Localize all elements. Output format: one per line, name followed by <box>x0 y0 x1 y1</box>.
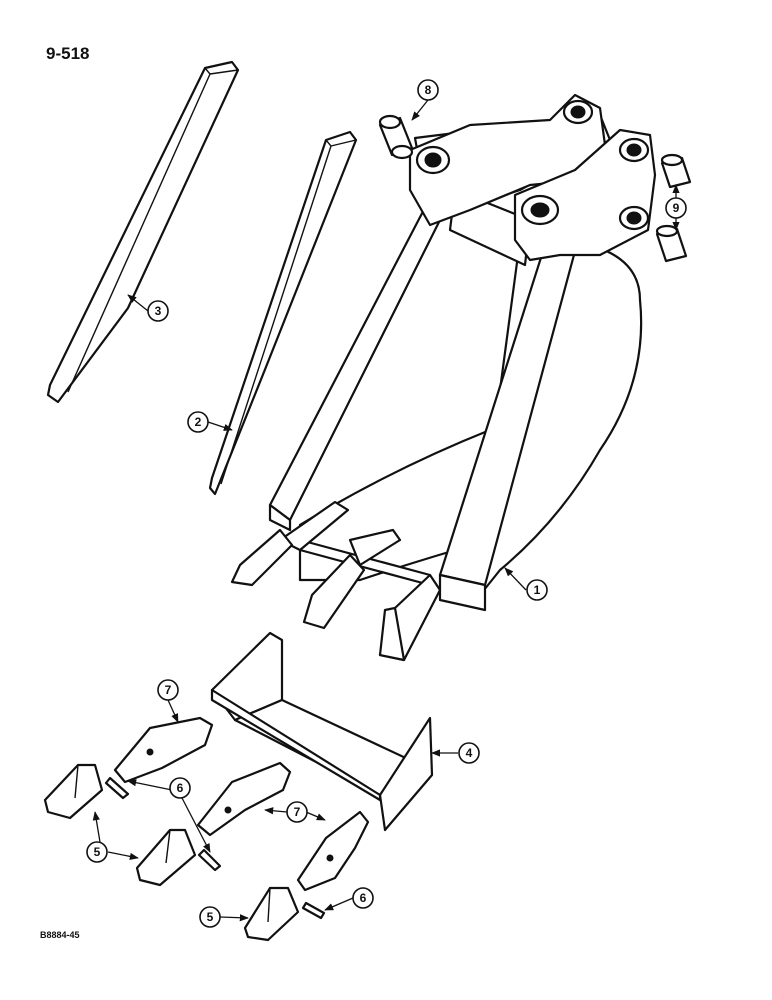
svg-text:2: 2 <box>195 415 202 429</box>
svg-text:4: 4 <box>466 746 473 760</box>
retainer-pin-middle <box>197 848 222 872</box>
callout-7-top: 7 <box>157 679 179 701</box>
tooth-adapter-top <box>113 716 214 784</box>
svg-text:9: 9 <box>673 201 680 215</box>
svg-text:5: 5 <box>94 845 101 859</box>
retainer-pin-top <box>104 776 130 800</box>
tooth-bottom <box>243 886 300 942</box>
tooth-middle <box>135 828 197 887</box>
callout-3: 3 <box>147 300 169 322</box>
cutting-edge-plate <box>210 631 434 832</box>
svg-text:6: 6 <box>177 781 184 795</box>
svg-text:1: 1 <box>534 583 541 597</box>
callout-leaders <box>92 99 680 922</box>
svg-text:6: 6 <box>360 891 367 905</box>
callout-6-bottom: 6 <box>352 887 374 909</box>
callout-5-bottom: 5 <box>199 906 221 928</box>
bushing-8 <box>378 114 414 160</box>
callout-6-top: 6 <box>169 777 191 799</box>
callout-9: 9 <box>665 197 687 219</box>
callout-5-top: 5 <box>86 841 108 863</box>
tooth-adapter-bottom <box>296 810 370 892</box>
bucket-body <box>230 93 657 662</box>
bushing-9 <box>655 153 692 263</box>
svg-text:5: 5 <box>207 910 214 924</box>
callout-1: 1 <box>526 579 548 601</box>
callout-2: 2 <box>187 411 209 433</box>
tooth-top <box>43 763 104 820</box>
tooth-adapter-middle <box>196 761 292 837</box>
side-cutter-long <box>46 60 240 404</box>
svg-text:7: 7 <box>165 683 172 697</box>
callout-4: 4 <box>458 742 480 764</box>
page-number: 9-518 <box>46 44 90 63</box>
svg-text:7: 7 <box>294 805 301 819</box>
svg-text:8: 8 <box>425 83 432 97</box>
drawing-number: B8884-45 <box>40 930 80 940</box>
svg-text:3: 3 <box>155 304 162 318</box>
callout-7-bottom: 7 <box>286 801 308 823</box>
callout-8: 8 <box>417 79 439 101</box>
retainer-pin-bottom <box>301 901 326 920</box>
side-cutter-short <box>208 130 358 496</box>
